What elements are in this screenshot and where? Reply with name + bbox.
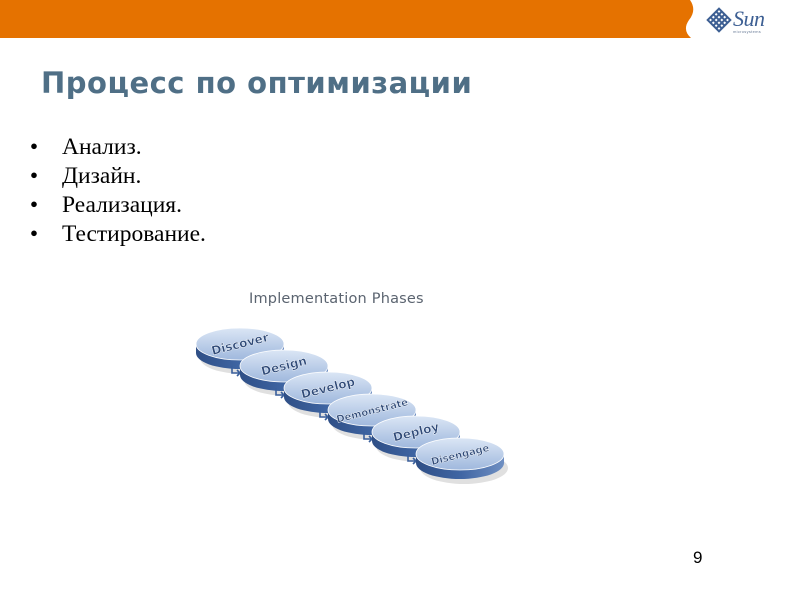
bullet-item: • Анализ. bbox=[28, 133, 206, 162]
sun-logo-icon bbox=[706, 7, 732, 33]
bullet-text: Реализация. bbox=[62, 192, 182, 218]
bullet-item: • Дизайн. bbox=[28, 162, 206, 191]
bullet-text: Анализ. bbox=[62, 134, 142, 160]
bullet-item: • Реализация. bbox=[28, 191, 206, 220]
logo-wordmark: Sun bbox=[733, 6, 765, 31]
bullet-text: Дизайн. bbox=[62, 163, 142, 189]
bullet-dot: • bbox=[29, 192, 39, 218]
bullet-dot: • bbox=[29, 221, 39, 247]
bullet-dot: • bbox=[29, 134, 39, 160]
sun-logo: Sun microsystems bbox=[706, 5, 780, 39]
slide-title: Процесс по оптимизации bbox=[41, 66, 473, 100]
bullet-text: Тестирование. bbox=[62, 221, 206, 247]
bullet-dot: • bbox=[29, 163, 39, 189]
bullet-list: • Анализ. • Дизайн. • Реализация. • Тестиров… bbox=[28, 133, 206, 249]
logo-subtext: microsystems bbox=[733, 29, 762, 34]
phase-disc: Disengage bbox=[415, 437, 508, 484]
implementation-phases-diagram: DiscoverDesignDevelopDemonstrateDeployDi… bbox=[195, 327, 508, 484]
bullet-item: • Тестирование. bbox=[28, 220, 206, 249]
diagram-title: Implementation Phases bbox=[249, 291, 424, 307]
page-number: 9 bbox=[693, 548, 703, 567]
header-bar bbox=[0, 0, 694, 38]
